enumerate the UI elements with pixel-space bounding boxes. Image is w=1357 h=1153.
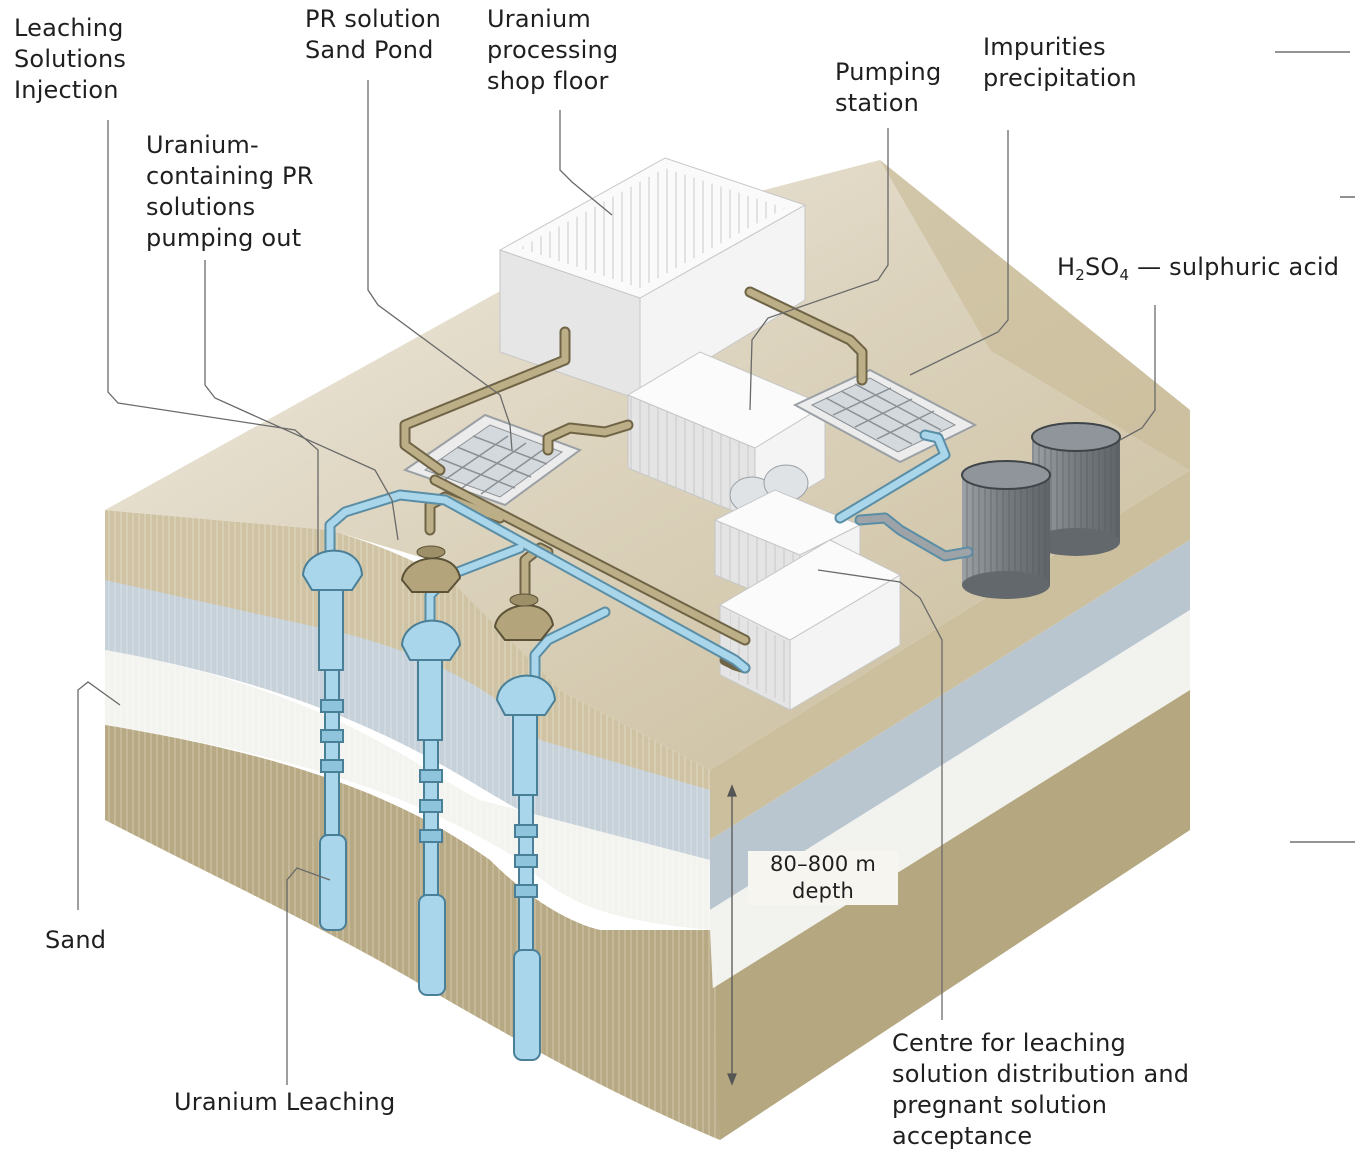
leader-lines	[77, 80, 1156, 1085]
label-uranium-leaching: Uranium Leaching	[174, 1088, 396, 1116]
acid-tank-front	[961, 460, 1051, 599]
processing-shop-building	[498, 157, 807, 401]
label-depth: 80–800 m depth	[748, 851, 898, 905]
production-wellheads	[400, 545, 555, 641]
label-leaching-injection: Leaching Solutions Injection	[14, 14, 127, 104]
label-sulphuric-acid: H2SO4 — sulphuric acid	[1057, 253, 1340, 284]
label-pr-pumping-out: Uranium- containing PR solutions pumping…	[146, 131, 314, 252]
depth-arrow	[727, 784, 737, 1086]
label-processing-shop: Uranium processing shop floor	[487, 5, 619, 95]
pumping-station-building	[626, 351, 827, 521]
ground-right-face	[710, 470, 1190, 1140]
label-pr-sand-pond: PR solution Sand Pond	[305, 5, 442, 64]
injection-wells	[301, 549, 557, 1061]
label-sand: Sand	[45, 926, 107, 954]
label-centre: Centre for leaching solution distributio…	[892, 1029, 1190, 1150]
label-impurities: Impurities precipitation	[983, 33, 1137, 92]
label-pumping-station: Pumping station	[835, 58, 942, 117]
right-edge-ticks	[1275, 51, 1355, 843]
distribution-centre-building	[713, 489, 902, 711]
